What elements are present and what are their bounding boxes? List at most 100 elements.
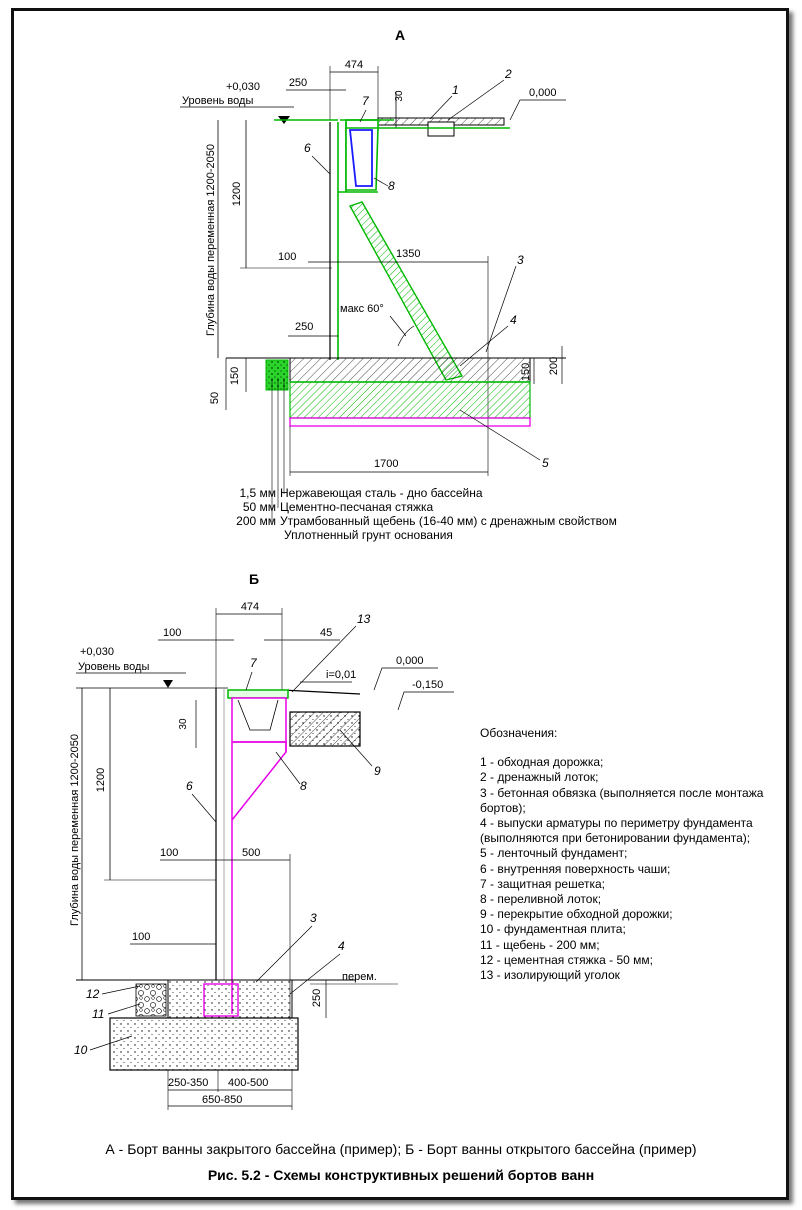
dim-650-850-b: 650-850 <box>202 1094 242 1106</box>
legend-item: 12 - цементная стяжка - 50 мм; <box>480 952 653 967</box>
dim-474-b: 474 <box>241 601 259 613</box>
gravel-edge-a <box>265 359 289 391</box>
legend-item: 3 - бетонная обвязка (выполняется после … <box>480 785 764 815</box>
dim-1700-a: 1700 <box>374 458 398 470</box>
callout-7-a: 7 <box>362 94 370 108</box>
dim-45-b: 45 <box>320 627 332 639</box>
dim-150-right-a: 150 <box>520 363 532 381</box>
callout-8-a: 8 <box>388 179 395 193</box>
callout-7-leader-a <box>359 109 367 123</box>
section-b-title: Б <box>249 571 259 587</box>
water-label-b: Уровень воды <box>78 661 149 673</box>
legend-heading: Обозначения: <box>480 726 558 740</box>
bracket-b <box>231 741 287 821</box>
dim-100-mid-b: 100 <box>160 847 178 859</box>
angle-a: макс 60° <box>340 303 384 315</box>
dim-1200-b: 1200 <box>95 768 107 792</box>
dim-250-top-a: 250 <box>289 77 307 89</box>
figure-title: Рис. 5.2 - Схемы конструктивных решений … <box>207 1167 595 1183</box>
legend-item: 4 - выпуски арматуры по периметру фундам… <box>480 816 753 846</box>
layer-text-4: Уплотненный грунт основания <box>284 528 453 542</box>
level-water-b: +0,030 <box>80 646 114 658</box>
callout-12-leader-b <box>101 985 141 995</box>
drawing-frame <box>11 8 789 1200</box>
callout-8-leader-a <box>373 177 389 187</box>
level-minus-leader-b <box>397 691 454 711</box>
legend-item: 2 - дренажный лоток; <box>480 770 599 785</box>
dim-250-350-b: 250-350 <box>168 1077 208 1089</box>
foundation-slab-b <box>109 1017 299 1071</box>
angle-leader-a <box>389 315 407 337</box>
dim-100-low-b: 100 <box>132 931 150 943</box>
callout-5-leader-a <box>459 409 541 461</box>
deck-fill-b <box>290 712 360 746</box>
layer-text-1: Нержавеющая сталь - дно бассейна <box>280 486 483 500</box>
callout-6-b: 6 <box>186 779 193 793</box>
level-zero-a: 0,000 <box>529 87 557 99</box>
layer-thick-1: 1,5 мм <box>239 486 276 500</box>
dim-30-b: 30 <box>178 718 189 730</box>
callout-7-leader-b <box>245 671 253 691</box>
anchor-b <box>203 983 239 1017</box>
callout-10-leader-b <box>89 1035 133 1051</box>
callout-13-leader-b <box>291 625 357 693</box>
angle-arc-a <box>397 325 415 347</box>
legend-item: 7 - защитная решетка; <box>480 876 605 891</box>
legend: Обозначения: 1 - обходная дорожка; 2 - д… <box>480 726 780 983</box>
water-label-a: Уровень воды <box>182 95 253 107</box>
callout-2-leader <box>447 79 505 121</box>
dim-474-a: 474 <box>345 59 363 71</box>
overflow-channel-a <box>348 129 373 187</box>
callout-6-a: 6 <box>304 141 311 155</box>
dim-1350-a: 1350 <box>396 248 420 260</box>
foundation-base-a <box>289 417 531 427</box>
level-water-a: +0,030 <box>226 81 260 93</box>
level-zero-b: 0,000 <box>396 655 424 667</box>
water-marker-b <box>163 680 173 688</box>
callout-11-leader-b <box>107 1003 141 1015</box>
perem-b: перем. <box>342 971 377 983</box>
callout-1-leader <box>429 95 453 120</box>
slope-b: i=0,01 <box>326 669 356 681</box>
dim-250-bot-a: 250 <box>295 321 313 333</box>
concrete-band-a <box>289 357 531 383</box>
dim-100-top-b: 100 <box>163 627 181 639</box>
layers-list-a: 1,5 мм Нержавеющая сталь - дно бассейна … <box>236 486 617 542</box>
callout-12-b: 12 <box>86 987 100 1001</box>
legend-item: 11 - щебень - 200 мм; <box>480 937 600 952</box>
dim-500-b: 500 <box>242 847 260 859</box>
callout-6-leader-b <box>191 793 217 823</box>
callout-3-b: 3 <box>310 911 317 925</box>
section-b: Б 474 100 45 13 +0,030 Уровень воды 0,00… <box>69 571 454 1110</box>
dim-100-a: 100 <box>278 251 296 263</box>
strut-a <box>348 201 464 381</box>
section-a-title: А <box>395 27 405 43</box>
callout-4-leader-b <box>289 953 341 995</box>
callout-9-b: 9 <box>374 764 381 778</box>
callout-8-leader-b <box>275 751 301 785</box>
callout-3-a: 3 <box>517 253 524 267</box>
level-minus-b: -0,150 <box>412 679 443 691</box>
dim-30-a: 30 <box>394 90 405 102</box>
overflow-channel-b <box>237 699 279 731</box>
depth-label-b: Глубина воды переменная 1200-2050 <box>69 734 81 926</box>
callout-7-b: 7 <box>250 656 258 670</box>
level-zero-leader-b <box>373 667 438 691</box>
figure-subtitle: А - Борт ванны закрытого бассейна (приме… <box>105 1141 697 1157</box>
dim-150-left-a: 150 <box>229 367 241 385</box>
concrete-band-b <box>167 979 293 1019</box>
grate-b <box>227 689 289 699</box>
callout-4-a: 4 <box>510 313 517 327</box>
callout-8-b: 8 <box>300 779 307 793</box>
callout-3-leader-a <box>485 265 517 353</box>
layer-thick-2: 50 мм <box>243 500 276 514</box>
depth-label-a: Глубина воды переменная 1200-2050 <box>205 144 217 336</box>
legend-item: 1 - обходная дорожка; <box>480 755 604 770</box>
legend-item: 5 - ленточный фундамент; <box>480 846 628 861</box>
gravel-b <box>135 983 167 1017</box>
dim-400-500-b: 400-500 <box>228 1077 268 1089</box>
deck-top-b <box>281 689 361 695</box>
legend-item: 9 - перекрытие обходной дорожки; <box>480 907 673 922</box>
dim-250-b: 250 <box>311 989 323 1007</box>
